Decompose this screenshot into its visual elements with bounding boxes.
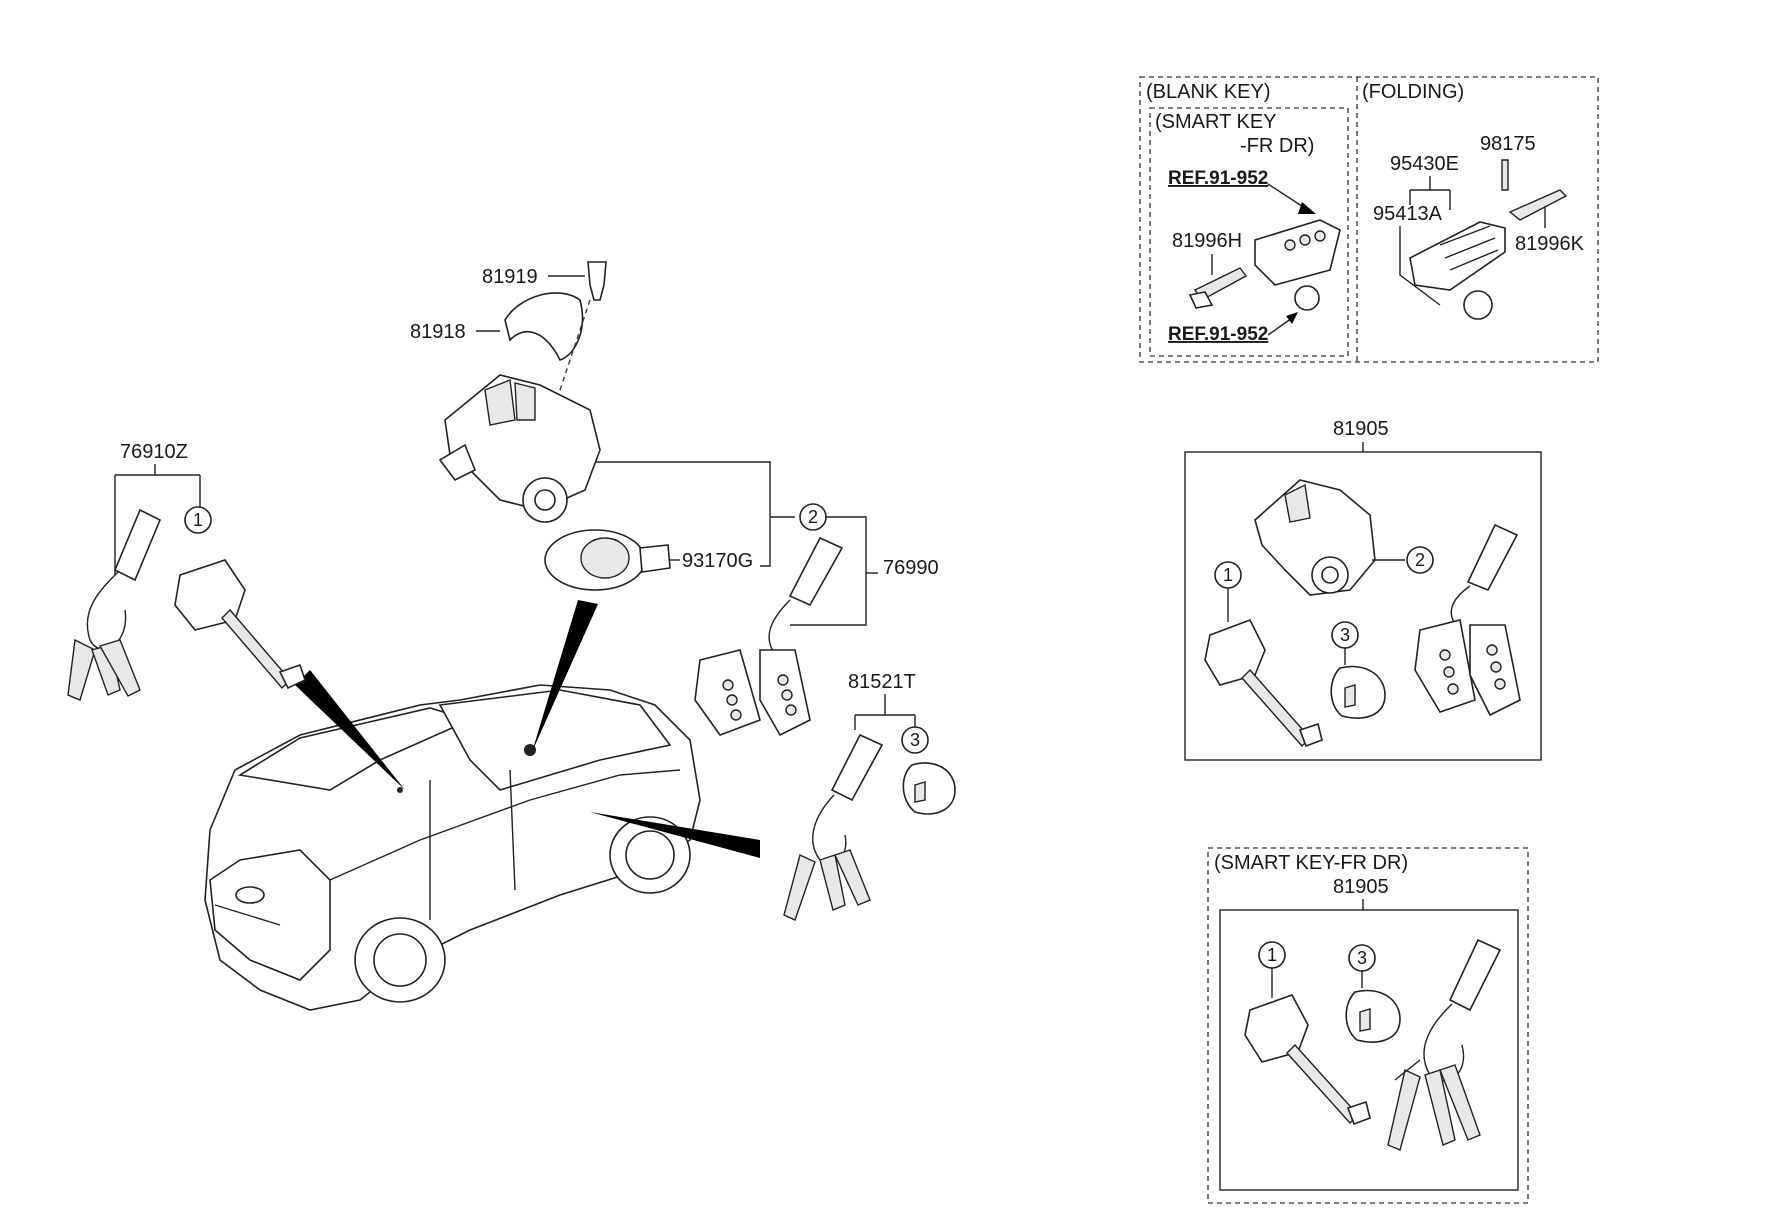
svg-text:1: 1 [193,510,203,530]
pointer-wedge-door [590,812,760,858]
group-smart-key-line2: -FR DR) [1240,135,1314,157]
part-smart-key-fob [1254,219,1341,286]
blank-key-folding-box: (BLANK KEY) (FOLDING) (SMART KEY -FR DR)… [1139,76,1599,363]
callout-1-left [184,506,212,534]
vehicle-illustration [204,684,701,1011]
ignition-assembly-group: 81919 81918 93170G [410,261,795,591]
group-folding: (FOLDING) [1362,81,1464,103]
part-76990-fob-a [694,649,761,736]
pointer-wedge-rear [295,670,405,790]
label-76910Z: 76910Z [120,441,188,463]
svg-text:3: 3 [1357,948,1367,968]
group-smart-key-fr-dr: (SMART KEY-FR DR) [1214,852,1408,874]
part-76990-group: 2 76990 [694,503,939,737]
callout-3-center [901,726,929,754]
label-81918: 81918 [410,321,466,343]
label-81521T: 81521T [848,671,916,693]
part-95413A-battery [1463,290,1493,320]
ref-bottom: REF.91-952 [1168,324,1268,345]
label-81996K: 81996K [1515,233,1585,255]
label-76990: 76990 [883,557,939,579]
label-93170G: 93170G [682,550,753,572]
part-95430E-folding-fob [1409,221,1506,291]
svg-text:1: 1 [1267,945,1277,965]
svg-text:3: 3 [910,730,920,750]
label-95430E: 95430E [1390,153,1459,175]
label-98175: 98175 [1480,133,1536,155]
svg-text:2: 2 [808,507,818,527]
part-81521T-plug [902,762,956,815]
part-98175-pin [1501,159,1509,191]
svg-text:1: 1 [1223,565,1233,585]
part-81918-bracket [504,292,584,361]
label-81905-fr-dr: 81905 [1333,876,1389,898]
label-81905-set: 81905 [1333,418,1389,440]
part-81521T-group: 81521T 3 [783,671,956,921]
part-81905-set-group: 81905 2 1 3 [1184,418,1542,761]
smart-key-fr-dr-group: (SMART KEY-FR DR) 81905 1 3 [1207,847,1529,1204]
part-81919-bolt [587,261,607,301]
svg-text:2: 2 [1415,550,1425,570]
ref-top: REF.91-952 [1168,168,1268,189]
part-smart-key-battery [1294,285,1320,311]
label-95413A: 95413A [1373,203,1443,225]
pointer-wedge-ignition [532,600,598,752]
svg-text:3: 3 [1340,625,1350,645]
group-smart-key-line1: (SMART KEY [1155,111,1277,133]
part-81996K-blade [1508,189,1568,221]
label-81919: 81919 [482,266,538,288]
part-76910Z-group: 76910Z 1 [67,441,306,701]
callout-2-set [1406,546,1434,574]
label-81996H: 81996H [1172,230,1242,252]
group-blank-key: (BLANK KEY) [1146,81,1270,103]
